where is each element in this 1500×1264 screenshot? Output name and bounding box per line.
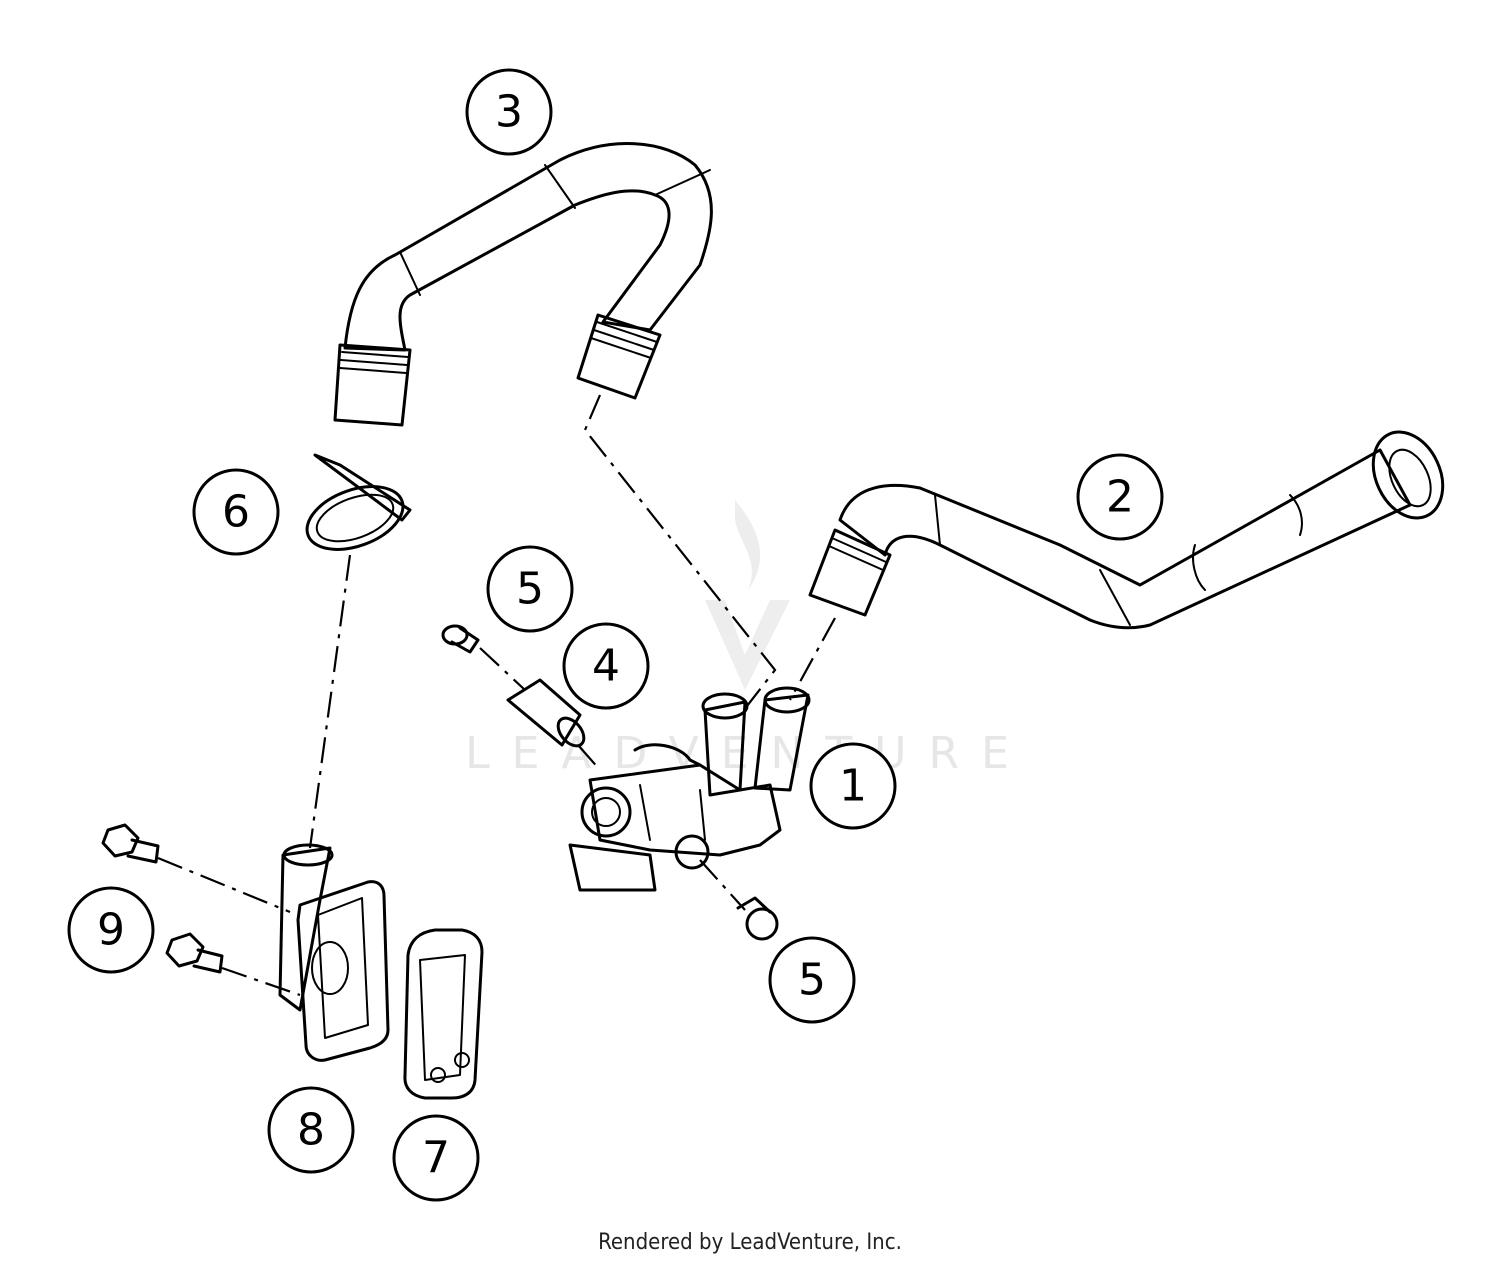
callout-1-label: 1 xyxy=(839,761,867,812)
callout-7: 7 xyxy=(392,1114,480,1202)
callout-5-lower: 5 xyxy=(768,936,856,1024)
callout-9-label: 9 xyxy=(97,905,125,956)
watermark-text: LEADVENTURE xyxy=(465,728,1031,779)
callout-7-label: 7 xyxy=(422,1133,450,1184)
callout-8: 8 xyxy=(267,1086,355,1174)
cable-tie-part-6 xyxy=(305,453,412,551)
callout-9: 9 xyxy=(67,886,155,974)
callout-3-label: 3 xyxy=(495,87,523,138)
screw-part-5-upper xyxy=(441,624,480,654)
callout-5-upper: 5 xyxy=(486,545,574,633)
callout-6-label: 6 xyxy=(222,487,250,538)
footer-credit: Rendered by LeadVenture, Inc. xyxy=(598,1230,902,1255)
callout-6: 6 xyxy=(192,468,280,556)
callout-8-label: 8 xyxy=(297,1105,325,1156)
callout-5-lower-label: 5 xyxy=(798,955,826,1006)
screw-part-5-lower xyxy=(736,896,779,941)
housing-part-8 xyxy=(278,843,390,1062)
bolt-part-9-lower xyxy=(165,932,224,974)
cover-part-7 xyxy=(403,928,484,1100)
bolt-part-9-upper xyxy=(101,823,160,864)
callout-2-label: 2 xyxy=(1106,472,1134,523)
callout-1: 1 xyxy=(809,742,897,830)
leader-lines xyxy=(157,394,836,997)
hose-right-part-2 xyxy=(808,430,1445,630)
watermark-logo xyxy=(705,500,790,690)
callout-5-upper-label: 5 xyxy=(516,564,544,615)
spacer-part-4 xyxy=(506,678,586,748)
hose-upper-part-3 xyxy=(333,142,713,427)
callout-4-label: 4 xyxy=(592,641,620,692)
callout-4: 4 xyxy=(562,622,650,710)
callout-3: 3 xyxy=(465,68,553,156)
valve-assembly-part-1 xyxy=(568,686,811,892)
callout-2: 2 xyxy=(1076,453,1164,541)
